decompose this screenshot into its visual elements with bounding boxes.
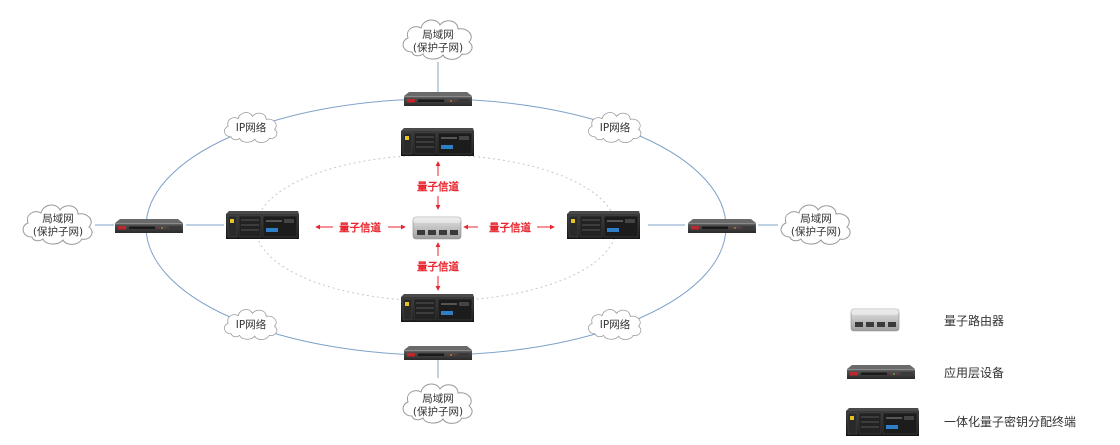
quantum-channel-label-right: 量子信道: [489, 221, 531, 234]
legend-label-qkd-terminal: 一体化量子密钥分配终端: [944, 414, 1076, 429]
lan-cloud-top: 局域网 (保护子网): [402, 19, 473, 60]
lan-cloud-left: 局域网 (保护子网): [22, 204, 93, 245]
quantum-channel-label-left: 量子信道: [339, 221, 381, 234]
legend-label-quantum-router: 量子路由器: [944, 313, 1004, 328]
qkd-terminal-right: [566, 210, 641, 240]
legend-application-device-icon: [847, 365, 915, 379]
application-device-top: [404, 92, 472, 106]
lan-cloud-right: 局域网 (保护子网): [780, 204, 851, 245]
application-device-left: [115, 219, 183, 233]
ip-cloud-bottom-right: IP网络: [588, 309, 642, 340]
quantum-channel-label-top: 量子信道: [417, 180, 459, 193]
qkd-terminal-top: [400, 127, 475, 157]
lan-cloud-bottom: 局域网 (保护子网): [402, 383, 473, 424]
svg-text:IP网络: IP网络: [236, 121, 267, 134]
ip-cloud-bottom-left: IP网络: [224, 309, 278, 340]
application-device-bottom: [404, 346, 472, 360]
svg-text:IP网络: IP网络: [236, 318, 267, 331]
svg-text:(保护子网): (保护子网): [413, 41, 463, 54]
quantum-channel-arrows: [315, 161, 555, 291]
svg-text:IP网络: IP网络: [600, 318, 631, 331]
svg-text:局域网: 局域网: [42, 212, 74, 225]
legend: 量子路由器 应用层设备 一体化量子密钥分配终端: [845, 308, 1076, 437]
svg-text:(保护子网): (保护子网): [413, 405, 463, 418]
svg-text:(保护子网): (保护子网): [33, 225, 83, 238]
legend-label-application-device: 应用层设备: [944, 365, 1004, 380]
quantum-router-center: [412, 216, 462, 240]
svg-text:局域网: 局域网: [422, 28, 454, 41]
qkd-terminal-left: [225, 210, 300, 240]
quantum-channel-label-bottom: 量子信道: [417, 260, 459, 273]
application-device-right: [688, 219, 756, 233]
ip-cloud-top-right: IP网络: [588, 112, 642, 143]
svg-text:局域网: 局域网: [800, 212, 832, 225]
legend-quantum-router-icon: [850, 308, 900, 332]
svg-text:IP网络: IP网络: [600, 121, 631, 134]
qkd-terminal-bottom: [400, 293, 475, 323]
legend-qkd-terminal-icon: [845, 407, 920, 437]
ip-cloud-top-left: IP网络: [224, 112, 278, 143]
svg-text:(保护子网): (保护子网): [791, 225, 841, 238]
svg-text:局域网: 局域网: [422, 392, 454, 405]
